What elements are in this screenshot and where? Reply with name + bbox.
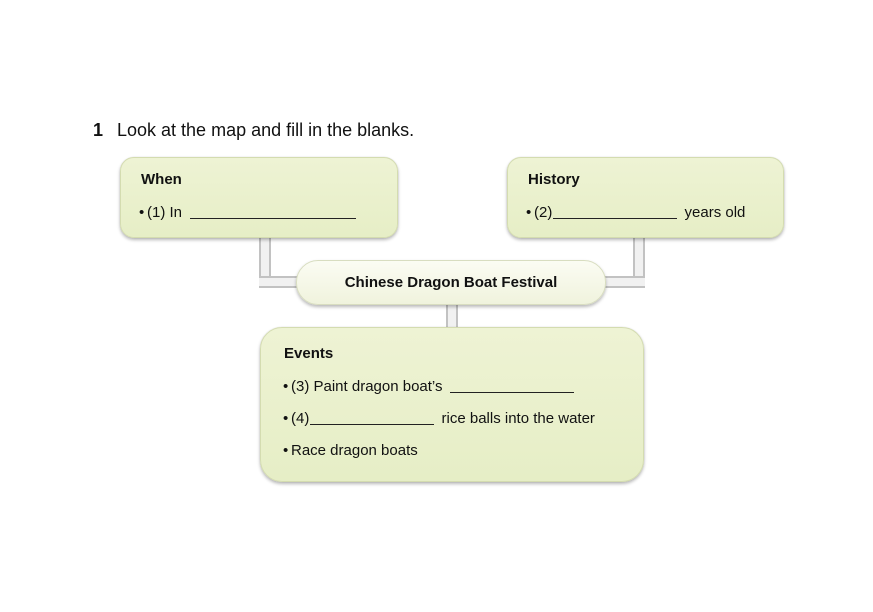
events-box: Events •(3) Paint dragon boat’s •(4) ric… xyxy=(260,327,644,482)
events-item-3-text: Race dragon boats xyxy=(291,442,418,459)
history-heading: History xyxy=(528,171,580,188)
events-item-2: •(4) rice balls into the water xyxy=(283,410,595,428)
connector-history-horizontal xyxy=(600,276,645,288)
when-heading: When xyxy=(141,171,182,188)
answer-blank-4[interactable] xyxy=(310,410,435,425)
instruction-line: 1 Look at the map and fill in the blanks. xyxy=(93,118,414,142)
bullet: • xyxy=(139,204,145,221)
question-number: 1 xyxy=(93,120,104,140)
when-item-1: •(1) In xyxy=(139,204,357,222)
history-item-1-suffix: years old xyxy=(684,204,746,221)
answer-blank-1[interactable] xyxy=(190,204,357,219)
events-item-3: •Race dragon boats xyxy=(283,442,418,460)
connector-when-horizontal xyxy=(259,276,303,288)
bullet: • xyxy=(526,204,532,221)
history-item-1-text: (2) xyxy=(534,204,553,221)
center-topic-pill: Chinese Dragon Boat Festival xyxy=(296,260,606,305)
connector-events-vertical xyxy=(446,303,458,329)
when-item-1-text: (1) In xyxy=(147,204,183,221)
bullet: • xyxy=(283,410,289,427)
when-box: When •(1) In xyxy=(120,157,398,238)
events-item-2-text: (4) xyxy=(291,410,310,427)
bullet: • xyxy=(283,442,289,459)
center-topic-title: Chinese Dragon Boat Festival xyxy=(344,274,558,291)
connector-when-vertical xyxy=(259,236,271,282)
events-heading: Events xyxy=(284,345,334,362)
events-item-1: •(3) Paint dragon boat’s xyxy=(283,378,574,396)
answer-blank-3[interactable] xyxy=(449,378,574,393)
instruction-text: Look at the map and fill in the blanks. xyxy=(117,120,415,140)
answer-blank-2[interactable] xyxy=(553,204,678,219)
bullet: • xyxy=(283,378,289,395)
connector-history-vertical xyxy=(633,236,645,282)
events-item-1-text: (3) Paint dragon boat’s xyxy=(291,378,443,395)
history-item-1: •(2) years old xyxy=(526,204,745,222)
events-item-2-suffix: rice balls into the water xyxy=(441,410,595,427)
history-box: History •(2) years old xyxy=(507,157,784,238)
